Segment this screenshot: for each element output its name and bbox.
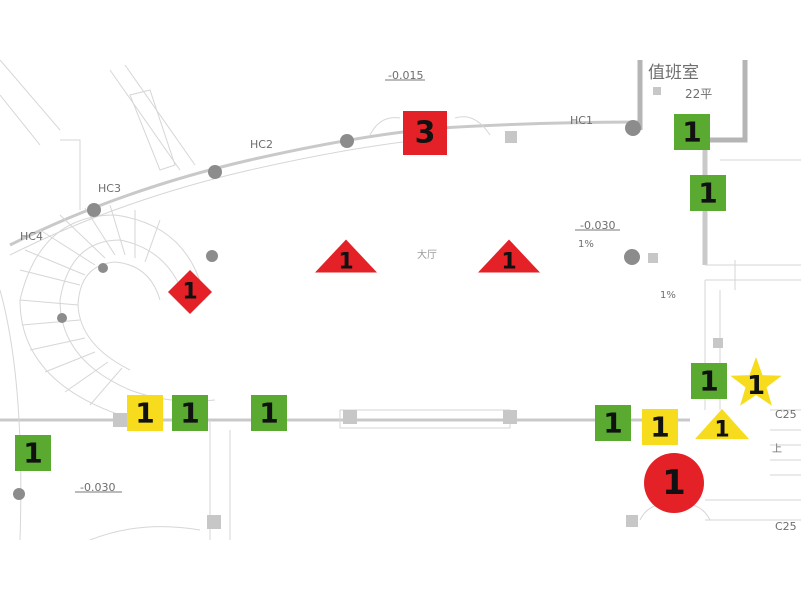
marker-count: 1 [182,280,197,305]
marker-shape [690,175,726,211]
marker-square-yellow: 1 [127,395,163,431]
marker-shape [674,114,710,150]
stair-up-label: 上 [772,443,782,455]
room-area-label: 22平 [685,87,712,101]
marker-square-green: 1 [251,395,287,431]
elevation-left: -0.030 [80,481,115,494]
marker-count: 1 [603,407,622,440]
marker-count: 1 [682,116,701,149]
round-columns [13,120,641,500]
slope-label-a: 1% [578,239,594,250]
marker-shape [315,239,377,273]
marker-shape [642,409,678,445]
marker-count: 1 [698,177,717,210]
diagonal-rect [129,89,176,171]
marker-triangle-yellow: 1 [695,409,749,443]
spiral-staircase [19,204,216,423]
marker-shape [403,111,447,155]
c25-label-b: C25 [775,520,797,533]
marker-circle-red: 1 [644,453,704,513]
corridor-curve-inner [9,137,441,256]
right-stair-lines [770,429,801,476]
marker-square-red: 3 [403,111,447,155]
marker-square-yellow: 1 [642,409,678,445]
marker-square-green: 1 [172,395,208,431]
marker-square-green: 1 [691,363,727,399]
marker-shape [691,363,727,399]
square-columns [113,87,723,529]
marker-diamond-red: 1 [168,270,212,314]
marker-count: 1 [501,250,516,275]
marker-shape [595,405,631,441]
marker-shape [251,395,287,431]
room-name-label: 值班室 [648,63,699,83]
marker-square-green: 1 [595,405,631,441]
marker-count: 1 [662,463,686,503]
hall-label: 大厅 [417,248,437,261]
marker-shape [478,239,540,273]
marker-triangle-red: 1 [478,239,540,275]
hc2-label: HC2 [250,138,273,151]
marker-triangle-red: 1 [315,239,377,275]
diagonal-wall [0,64,196,171]
floor-plan: 值班室 22平 大厅 -0.015 -0.030 -0.030 1% 1% HC… [0,59,801,540]
marker-count: 1 [180,397,199,430]
marker-star-yellow: 1 [730,357,782,406]
marker-shape [15,435,51,471]
left-wall-lines [0,59,81,210]
marker-count: 1 [650,411,669,444]
marker-count: 1 [699,365,718,398]
marker-square-green: 1 [690,175,726,211]
slope-label-b: 1% [660,290,676,301]
top-door-arcs [369,116,491,136]
marker-count: 1 [714,418,729,443]
marker-shape [168,270,212,314]
elevation-top: -0.015 [388,69,423,82]
hc3-label: HC3 [98,182,121,195]
left-curve [0,289,22,540]
duty-room-wall [637,60,748,143]
hc4-label: HC4 [20,230,43,243]
c25-label-a: C25 [775,408,797,421]
elevation-mid: -0.030 [580,219,615,232]
marker-square-green: 1 [674,114,710,150]
hc1-label: HC1 [570,114,593,127]
marker-count: 1 [338,250,353,275]
marker-count: 1 [259,397,278,430]
marker-shape [172,395,208,431]
marker-count: 1 [23,437,42,470]
marker-square-green: 1 [15,435,51,471]
marker-count: 3 [415,116,436,151]
right-room-lines [704,159,801,521]
marker-count: 1 [747,371,765,401]
marker-shape [730,357,782,406]
marker-count: 1 [135,397,154,430]
marker-shape [127,395,163,431]
marker-shape [695,409,749,439]
bottom-wall-inner [339,409,511,429]
marker-shape [644,453,704,513]
